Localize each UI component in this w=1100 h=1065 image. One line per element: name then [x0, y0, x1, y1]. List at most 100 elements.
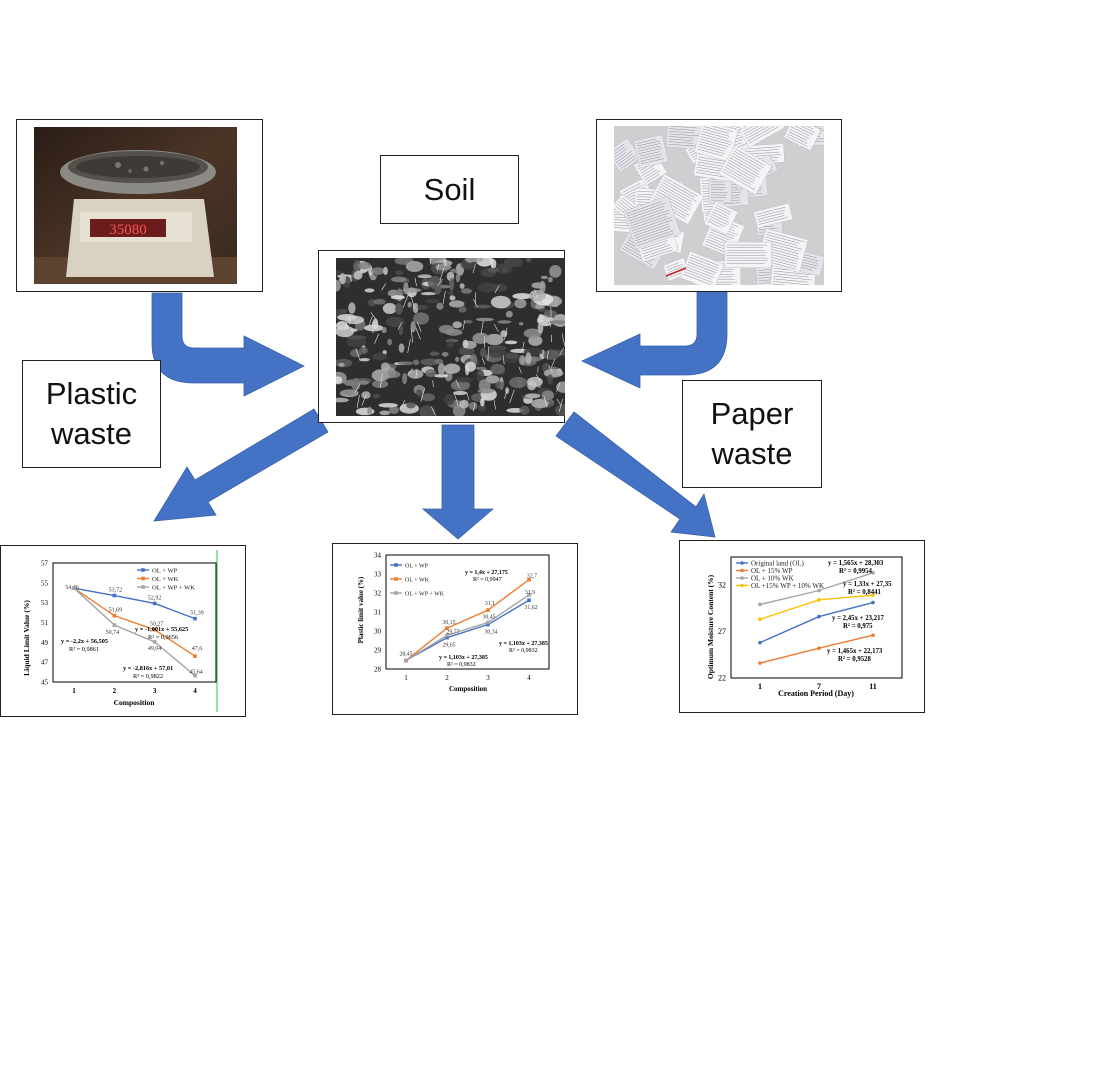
legend-label: OL + WP — [405, 563, 429, 569]
data-point — [404, 658, 408, 663]
data-label: 49,04 — [148, 646, 162, 652]
equation-label: R² = 0,8441 — [848, 589, 882, 596]
data-point — [817, 588, 821, 593]
data-label: 52,92 — [148, 595, 162, 601]
y-tick-label: 27 — [718, 627, 726, 636]
data-label: 32,7 — [527, 574, 537, 580]
paper-to-soil-arrow — [581, 289, 728, 389]
data-point — [486, 620, 490, 625]
chart-xlabel: Composition — [114, 698, 156, 707]
x-tick-label: 3 — [153, 687, 157, 695]
chart-xlabel: Creation Period (Day) — [778, 689, 854, 698]
series-line — [73, 587, 196, 657]
legend-marker — [394, 591, 398, 595]
data-point — [527, 593, 531, 597]
data-label: 47,6 — [192, 646, 203, 652]
equation-label: y = -2,2x + 56,505 — [61, 638, 108, 645]
data-point — [152, 640, 157, 644]
equation-label: y = 1,565x + 28,303 — [828, 560, 884, 567]
series-line — [73, 587, 196, 620]
soil-to-moisture-arrow — [555, 411, 716, 538]
soil-photo-frame — [318, 250, 565, 423]
chart-xlabel: Composition — [449, 685, 487, 693]
data-point — [758, 661, 762, 665]
equation-label: y = 2,45x + 23,217 — [832, 615, 885, 622]
series-line — [405, 599, 530, 662]
data-point — [152, 601, 157, 606]
x-tick-label: 11 — [869, 682, 877, 691]
plastic-limit-chart: Plastic limit value (%) Composition 2829… — [357, 552, 550, 693]
data-label: 53,72 — [109, 588, 123, 594]
legend-marker — [141, 576, 145, 581]
legend-label: OL +15% WP + 10% WK — [751, 582, 824, 590]
equation-label: R² = 0,9832 — [509, 648, 538, 654]
data-label: 31,62 — [524, 605, 537, 611]
series-line — [405, 594, 530, 662]
legend-label: OL + 10% WK — [751, 574, 794, 582]
scale-display: 35080 — [109, 222, 147, 238]
data-label: 45,64 — [189, 670, 203, 676]
equation-label: R² = 0,9656 — [148, 634, 178, 641]
data-label: 30,15 — [442, 620, 455, 626]
data-point — [193, 673, 197, 678]
data-label: 54,46 — [65, 585, 79, 591]
soil-label-text: Soil — [423, 171, 476, 207]
legend-label: OL + WP — [152, 567, 178, 574]
equation-label: y = 1,103x + 27,385 — [499, 641, 548, 647]
y-tick-label: 29 — [374, 647, 382, 655]
x-tick-label: 2 — [113, 687, 117, 695]
paper-waste-label-line2: waste — [711, 436, 793, 471]
data-point — [758, 617, 762, 622]
y-tick-label: 34 — [374, 552, 382, 560]
paper-photo — [614, 126, 824, 285]
y-tick-label: 33 — [374, 571, 382, 579]
equation-label: y = 1,4x + 27,175 — [465, 570, 508, 576]
legend-label: Original land (OL) — [751, 559, 805, 567]
x-tick-label: 3 — [486, 674, 490, 682]
data-label: 29,65 — [442, 643, 455, 649]
data-label: 51,39 — [190, 611, 204, 617]
data-point — [527, 577, 531, 582]
equation-label: R² = 0,9832 — [447, 662, 476, 668]
x-tick-label: 1 — [72, 687, 76, 695]
data-point — [817, 598, 821, 602]
data-point — [112, 593, 117, 598]
data-point — [445, 633, 449, 638]
data-point — [527, 598, 531, 603]
legend-label: OL + WP + WK — [405, 591, 445, 597]
data-label: 31,1 — [485, 601, 495, 607]
y-tick-label: 32 — [718, 580, 726, 589]
plot-area — [52, 562, 217, 683]
data-point — [758, 602, 762, 607]
paper-waste-photo-frame — [596, 119, 842, 292]
y-tick-label: 55 — [41, 579, 49, 587]
data-point — [486, 608, 490, 612]
paper-waste-label-line1: Paper — [710, 396, 794, 431]
data-point — [817, 614, 821, 619]
legend-marker — [141, 585, 145, 589]
y-tick-label: 28 — [374, 666, 382, 674]
data-point — [871, 593, 875, 597]
data-label: 50,27 — [150, 622, 164, 628]
data-point — [871, 600, 875, 605]
soil-photo — [336, 258, 565, 416]
data-point — [445, 635, 449, 640]
legend-marker — [740, 576, 744, 580]
plot-area — [385, 554, 550, 670]
equation-label: y = 1,103x + 27,385 — [439, 655, 488, 661]
moisture-content-chart: Optimum Moisture Content (%) Creation Pe… — [706, 556, 903, 698]
equation-label: y = 1,465x + 22,173 — [827, 648, 883, 655]
equation-label: R² = 0,9528 — [838, 656, 872, 663]
plastic-waste-photo-frame: 35080 — [16, 119, 263, 292]
equation-label: y = 1,33x + 27,35 — [843, 581, 892, 588]
legend-marker — [740, 583, 744, 588]
y-tick-label: 49 — [41, 639, 49, 647]
chart-ylabel: Liquid Limit Value (%) — [22, 600, 31, 676]
equation-label: y = -2,816x + 57,01 — [123, 665, 173, 672]
data-point — [817, 646, 821, 651]
y-tick-label: 47 — [41, 659, 49, 667]
data-point — [193, 616, 197, 621]
